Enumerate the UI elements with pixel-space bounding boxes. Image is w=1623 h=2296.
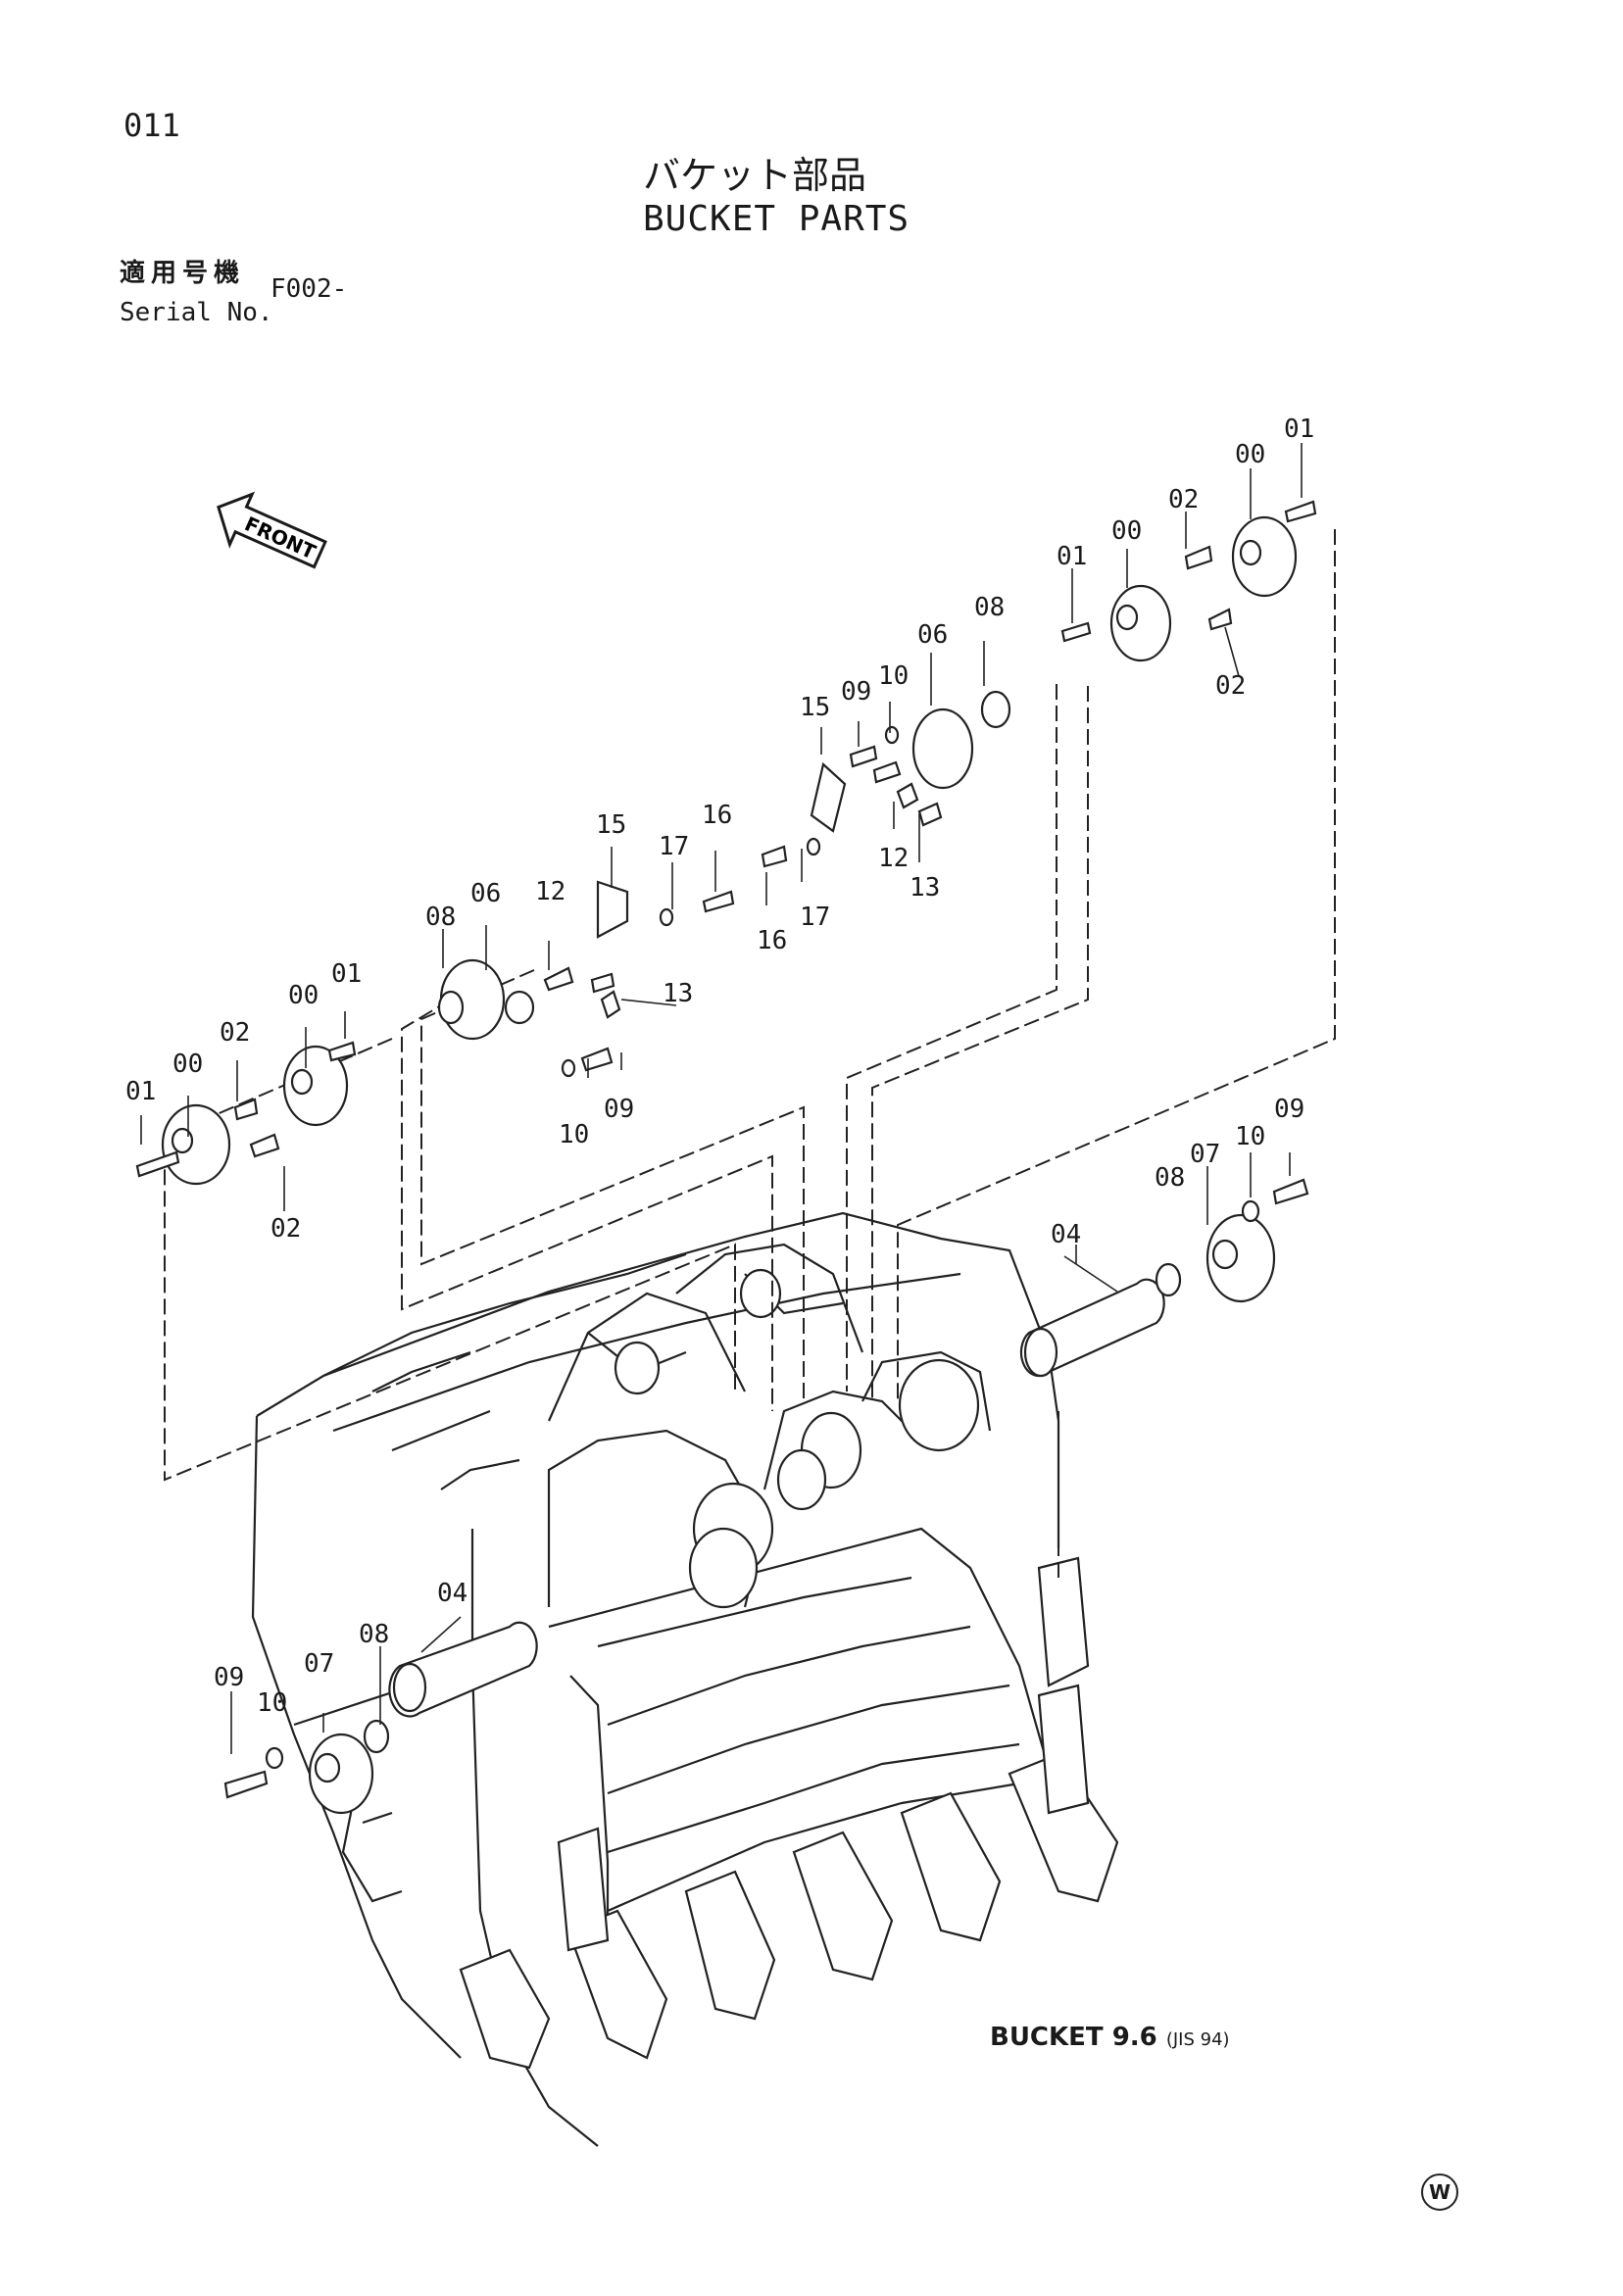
page-number: 011: [123, 107, 180, 144]
callout-10: 10: [1235, 1122, 1265, 1151]
bucket-name: BUCKET: [990, 2023, 1104, 2052]
callout-12: 12: [535, 877, 566, 906]
callout-01: 01: [1057, 542, 1087, 571]
bucket-body-outline: [256, 1211, 1060, 1548]
serial-label-english: Serial No.: [120, 298, 273, 327]
callout-09: 09: [604, 1095, 634, 1124]
callout-08: 08: [359, 1620, 389, 1649]
callout-07: 07: [1190, 1140, 1220, 1169]
callout-08: 08: [974, 593, 1005, 622]
bucket-rim: [322, 1252, 687, 1377]
part-callouts: 09 10 07 08 04 04 08 07 10 09 01 00 02 0…: [125, 415, 1314, 1718]
callout-08: 08: [425, 903, 456, 932]
corner-mark-icon: W: [1421, 2174, 1458, 2211]
callout-07: 07: [304, 1649, 334, 1679]
boss-left: [614, 1341, 661, 1395]
callout-13: 13: [663, 979, 693, 1008]
callout-09: 09: [214, 1663, 244, 1692]
callout-00: 00: [1235, 440, 1265, 469]
callout-08: 08: [1155, 1163, 1185, 1193]
callout-06: 06: [470, 879, 501, 908]
bucket-label: BUCKET 9.6 (JIS 94): [990, 2025, 1230, 2050]
callout-04: 04: [437, 1579, 467, 1608]
bucket-teeth: [341, 1556, 1119, 2070]
title-japanese: バケット部品: [643, 154, 867, 197]
callout-02: 02: [270, 1214, 301, 1244]
callout-12: 12: [878, 844, 909, 873]
callout-09: 09: [841, 677, 871, 707]
callout-02: 02: [1168, 485, 1199, 514]
callout-06: 06: [917, 620, 948, 650]
callout-02: 02: [1215, 671, 1246, 701]
flange-parts: [135, 500, 1317, 1815]
serial-label-japanese: 適用号機: [120, 259, 246, 288]
title-english: BUCKET PARTS: [643, 199, 910, 239]
bucket-capacity: 9.6: [1111, 2023, 1157, 2052]
callout-17: 17: [800, 903, 830, 932]
callout-01: 01: [1284, 415, 1314, 444]
pin-04-lower: [388, 1621, 538, 1718]
callout-01: 01: [331, 959, 362, 989]
callout-10: 10: [257, 1688, 287, 1718]
callout-10: 10: [878, 661, 909, 691]
callout-02: 02: [220, 1018, 250, 1048]
callout-04: 04: [1051, 1220, 1081, 1249]
callout-00: 00: [288, 981, 319, 1010]
front-arrow-icon: FRONT: [217, 491, 327, 569]
assembly-line: [164, 1038, 736, 1482]
callout-13: 13: [910, 873, 940, 903]
callout-16: 16: [757, 926, 787, 955]
bucket-standard: (JIS 94): [1165, 2029, 1230, 2050]
callout-15: 15: [596, 810, 626, 840]
callout-09: 09: [1274, 1095, 1304, 1124]
callout-01: 01: [125, 1077, 156, 1106]
serial-value: F002-: [270, 274, 348, 304]
callout-17: 17: [659, 832, 689, 861]
callout-00: 00: [1111, 516, 1142, 546]
callout-15: 15: [800, 693, 830, 722]
callout-00: 00: [172, 1050, 203, 1079]
callout-10: 10: [559, 1120, 589, 1149]
callout-16: 16: [702, 801, 732, 830]
